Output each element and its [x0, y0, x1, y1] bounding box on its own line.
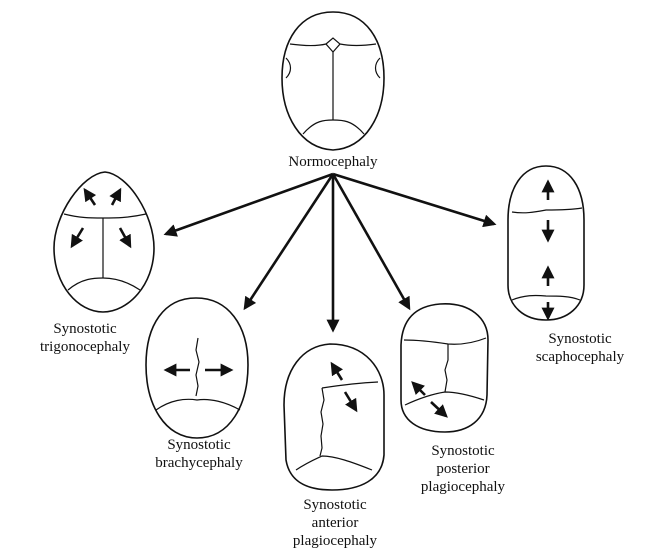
label-trigonocephaly-line1: Synostotic — [20, 320, 150, 338]
trigonocephaly-skull — [54, 172, 154, 312]
brachycephaly-skull — [146, 298, 248, 438]
label-scaphocephaly-line2: scaphocephaly — [520, 348, 640, 366]
label-anterior-line2: anterior — [270, 514, 400, 532]
connector-arrows — [166, 174, 494, 330]
label-scaphocephaly-line1: Synostotic — [520, 330, 640, 348]
label-brachycephaly-line1: Synostotic — [134, 436, 264, 454]
label-normocephaly-text: Normocephaly — [288, 154, 377, 170]
label-trigonocephaly: Synostotic trigonocephaly — [20, 320, 150, 356]
normocephaly-skull — [282, 12, 384, 150]
label-brachycephaly-line2: brachycephaly — [134, 454, 264, 472]
label-normocephaly: Normocephaly — [258, 153, 408, 171]
posterior-plagiocephaly-skull — [401, 304, 488, 432]
label-brachycephaly: Synostotic brachycephaly — [134, 436, 264, 472]
scaphocephaly-skull — [508, 166, 584, 320]
label-posterior-line2: posterior — [398, 460, 528, 478]
label-anterior-plagiocephaly: Synostotic anterior plagiocephaly — [270, 496, 400, 550]
label-anterior-line1: Synostotic — [270, 496, 400, 514]
label-posterior-line1: Synostotic — [398, 442, 528, 460]
anterior-plagiocephaly-skull — [284, 344, 384, 490]
label-posterior-plagiocephaly: Synostotic posterior plagiocephaly — [398, 442, 528, 496]
label-scaphocephaly: Synostotic scaphocephaly — [520, 330, 640, 366]
label-trigonocephaly-line2: trigonocephaly — [20, 338, 150, 356]
label-posterior-line3: plagiocephaly — [398, 478, 528, 496]
arrow-to-trigonocephaly — [166, 174, 333, 234]
arrow-to-brachycephaly — [245, 174, 333, 308]
label-anterior-line3: plagiocephaly — [270, 532, 400, 550]
